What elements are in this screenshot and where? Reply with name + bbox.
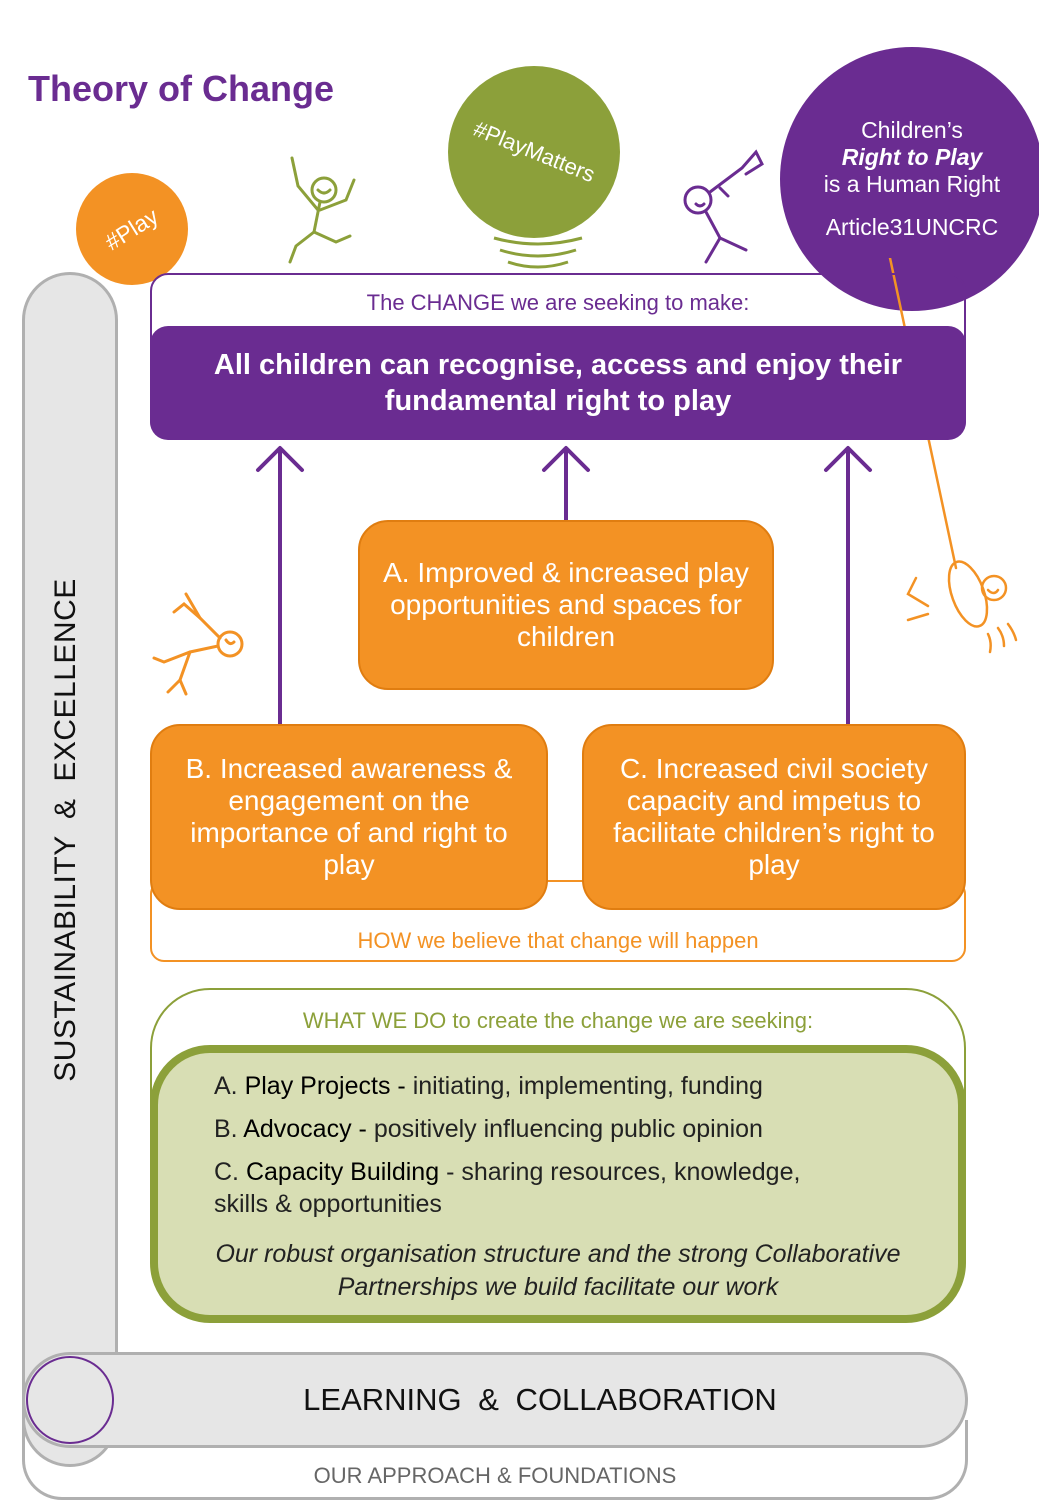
learning-bar [22, 1352, 968, 1448]
change-statement-box: All children can recognise, access and e… [150, 326, 966, 440]
right-to-play-badge: Children’s Right to Play is a Human Righ… [780, 47, 1039, 311]
what-item-b: B. Advocacy - positively influencing pub… [214, 1115, 763, 1144]
article-label: Article31UNCRC [825, 214, 999, 240]
change-label: The CHANGE we are seeking to make: [366, 290, 750, 315]
jumping-child-icon [288, 156, 356, 264]
right-line-3: is a Human Right [823, 171, 1001, 197]
sustainability-pillar [22, 272, 118, 1467]
outcome-a-letter: A. [383, 557, 410, 588]
what-label: WHAT WE DO to create the change we are s… [302, 1008, 814, 1033]
change-statement: All children can recognise, access and e… [213, 349, 903, 417]
outcome-c-text-wrap: C. Increased civil society capacity and … [598, 753, 950, 881]
outcome-c-box: C. Increased civil society capacity and … [582, 724, 966, 910]
what-item-a-text: initiating, implementing, funding [412, 1072, 763, 1100]
what-item-b-text: positively influencing public opinion [373, 1115, 763, 1143]
outcome-a-text: Improved & increased play opportunities … [390, 557, 749, 652]
how-label: HOW we believe that change will happen [357, 928, 759, 953]
what-item-a-letter: A. [214, 1072, 238, 1100]
play-matters-badge-label: #PlayMatters [469, 115, 599, 188]
outcome-b-box: B. Increased awareness & engagement on t… [150, 724, 548, 910]
page-title: Theory of Change [28, 68, 335, 109]
corner-ring [26, 1356, 114, 1444]
what-item-a: A. Play Projects - initiating, implement… [214, 1072, 763, 1101]
outcome-c-text: Increased civil society capacity and imp… [613, 753, 935, 880]
right-line-1: Children’s [861, 117, 963, 143]
what-item-c-text: - sharing resources, knowledge, [446, 1158, 801, 1186]
play-badge: #Play [76, 173, 188, 285]
what-item-c: C. Capacity Building - sharing resources… [214, 1158, 800, 1187]
what-item-c-bold: Capacity Building [245, 1158, 440, 1186]
outcome-b-text-wrap: B. Increased awareness & engagement on t… [166, 753, 532, 881]
outcome-b-letter: B. [185, 753, 213, 784]
what-box [150, 1045, 966, 1323]
foundations-label: OUR APPROACH & FOUNDATIONS [313, 1463, 677, 1488]
sustainability-pillar-label: SUSTAINABILITY & EXCELLENCE [49, 578, 82, 1082]
arrow-a-head [542, 446, 590, 472]
foundations-frame [22, 1420, 968, 1500]
what-footer: Our robust organisation structure and th… [215, 1240, 901, 1301]
how-frame [150, 880, 966, 962]
arrow-c-head [824, 446, 872, 472]
outcome-c-letter: C. [619, 753, 648, 784]
right-line-2: Right to Play [841, 144, 983, 170]
play-matters-badge: #PlayMatters [448, 66, 620, 238]
learning-label: LEARNING & COLLABORATION [303, 1382, 777, 1417]
play-badge-label: #Play [100, 202, 164, 255]
trumpet-child-icon [683, 149, 764, 264]
outcome-a-box: A. Improved & increased play opportuniti… [358, 520, 774, 690]
bounce-lines-icon [493, 236, 583, 269]
what-item-c-cont: skills & opportunities [214, 1190, 442, 1218]
what-item-a-bold: Play Projects - [244, 1072, 406, 1100]
outcome-a-text-wrap: A. Improved & increased play opportuniti… [374, 557, 758, 653]
tumbling-child-icon [152, 592, 244, 696]
outcome-b-text: Increased awareness & engagement on the … [190, 753, 513, 880]
what-item-b-letter: B. [214, 1115, 238, 1143]
what-item-c-letter: C. [214, 1158, 239, 1186]
what-item-b-bold: Advocacy - [243, 1115, 367, 1143]
arrow-b-head [256, 446, 304, 472]
